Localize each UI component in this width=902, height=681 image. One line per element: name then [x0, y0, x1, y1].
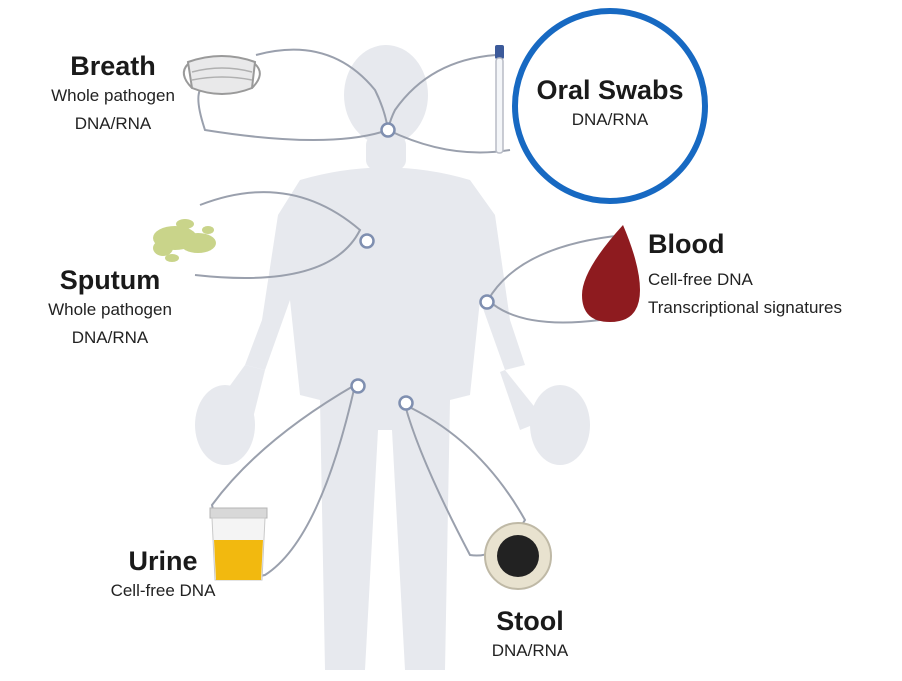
stool-sample-icon — [485, 523, 551, 589]
sputum-blob-icon — [153, 219, 216, 262]
stool-label-group: Stool DNA/RNA — [460, 605, 600, 665]
blood-title: Blood — [648, 228, 900, 260]
sputum-line-2: DNA/RNA — [25, 324, 195, 352]
oral-swabs-line-1: DNA/RNA — [520, 106, 700, 134]
urine-line-1: Cell-free DNA — [88, 577, 238, 605]
stool-title: Stool — [460, 605, 600, 637]
sputum-title: Sputum — [25, 264, 195, 296]
node-chest — [361, 235, 374, 248]
node-lower — [400, 397, 413, 410]
stool-line-1: DNA/RNA — [460, 637, 600, 665]
node-arm — [481, 296, 494, 309]
urine-label-group: Urine Cell-free DNA — [88, 545, 238, 605]
oral-swabs-label-group: Oral Swabs DNA/RNA — [520, 74, 700, 134]
breath-line-1: Whole pathogen — [28, 82, 198, 110]
oral-swabs-title: Oral Swabs — [520, 74, 700, 106]
swab-tube-icon — [495, 45, 504, 153]
sputum-line-1: Whole pathogen — [25, 296, 195, 324]
blood-line-2: Transcriptional signatures — [648, 294, 900, 322]
sputum-label-group: Sputum Whole pathogen DNA/RNA — [25, 264, 195, 352]
urine-title: Urine — [88, 545, 238, 577]
breath-line-2: DNA/RNA — [28, 110, 198, 138]
node-oral — [382, 124, 395, 137]
breath-label-group: Breath Whole pathogen DNA/RNA — [28, 50, 198, 138]
blood-label-group: Blood Cell-free DNA Transcriptional sign… — [648, 228, 900, 322]
node-pelvis — [352, 380, 365, 393]
breath-title: Breath — [28, 50, 198, 82]
blood-line-1: Cell-free DNA — [648, 266, 900, 294]
